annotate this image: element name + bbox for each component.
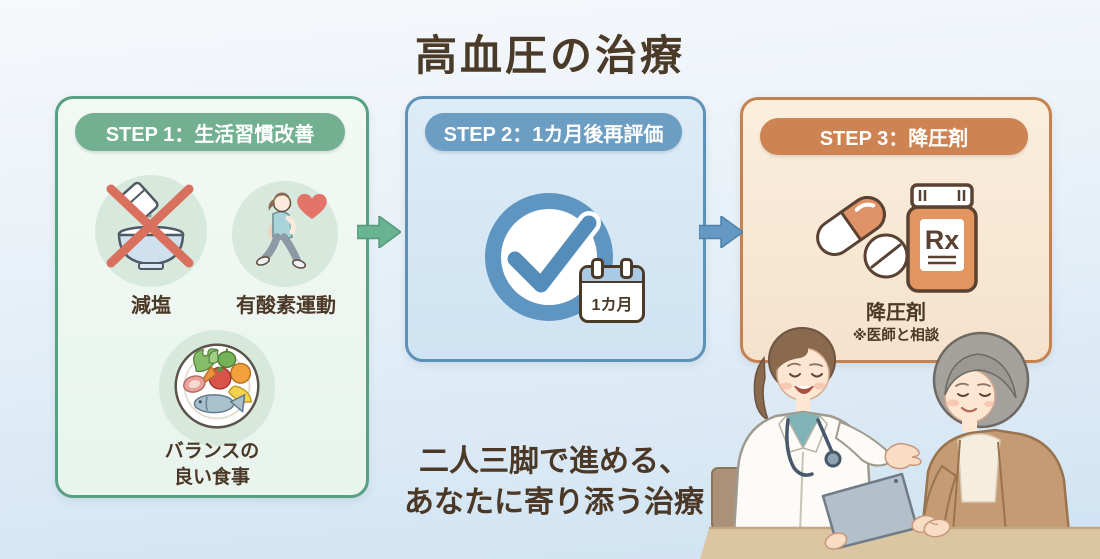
consult-doctor-note: ※医師と相談 [852, 328, 940, 344]
drug-label: 降圧剤 [866, 302, 926, 324]
slogan-line2: あなたに寄り添う治療 [404, 485, 704, 519]
check-circle-icon [485, 193, 613, 321]
step1-card: STEP 1：生活習慣改善 [55, 96, 369, 498]
doctor-patient-illustration [700, 327, 1100, 559]
no-salt-icon [95, 175, 207, 287]
arrow-right-blue-icon [699, 216, 743, 248]
step3-header-pill: STEP 3：降圧剤 [760, 118, 1028, 155]
pills-icon [816, 196, 909, 279]
step2-card: STEP 2：1カ月後再評価 1カ月 [405, 96, 706, 362]
step1-header-label: STEP 1：生活習慣改善 [105, 123, 315, 146]
calendar-ring-icon [620, 258, 633, 279]
page-title: 高血圧の治療 [414, 32, 685, 79]
rx-bottle-icon: Rx [906, 183, 978, 293]
calendar-label: 1カ月 [591, 297, 633, 314]
balanced-diet-label: バランスの 良い食事 [58, 439, 366, 490]
no-salt-label: 減塩 [131, 295, 171, 317]
step3-header-label: STEP 3：降圧剤 [819, 128, 969, 150]
arrow-right-green-icon [357, 216, 401, 248]
calendar-ring-icon [591, 258, 604, 279]
rx-label: Rx [925, 225, 960, 255]
balanced-diet-label-line2: 良い食事 [173, 466, 250, 488]
aerobic-exercise-label: 有酸素運動 [236, 295, 336, 317]
step2-header-label: STEP 2：1カ月後再評価 [443, 123, 664, 146]
step1-header-pill: STEP 1：生活習慣改善 [75, 113, 345, 151]
walking-heart-icon [232, 181, 338, 287]
step2-header-pill: STEP 2：1カ月後再評価 [425, 113, 682, 151]
slogan-line1: 二人三脚で進める、 [419, 445, 689, 478]
slogan: 二人三脚で進める、 あなたに寄り添う治療 [398, 442, 710, 523]
balanced-meal-icon [158, 329, 276, 447]
calendar-icon: 1カ月 [579, 258, 645, 323]
balanced-diet-label-line1: バランスの [164, 441, 260, 462]
step3-card: STEP 3：降圧剤 Rx 降圧剤 ※医師と相談 [740, 97, 1052, 363]
